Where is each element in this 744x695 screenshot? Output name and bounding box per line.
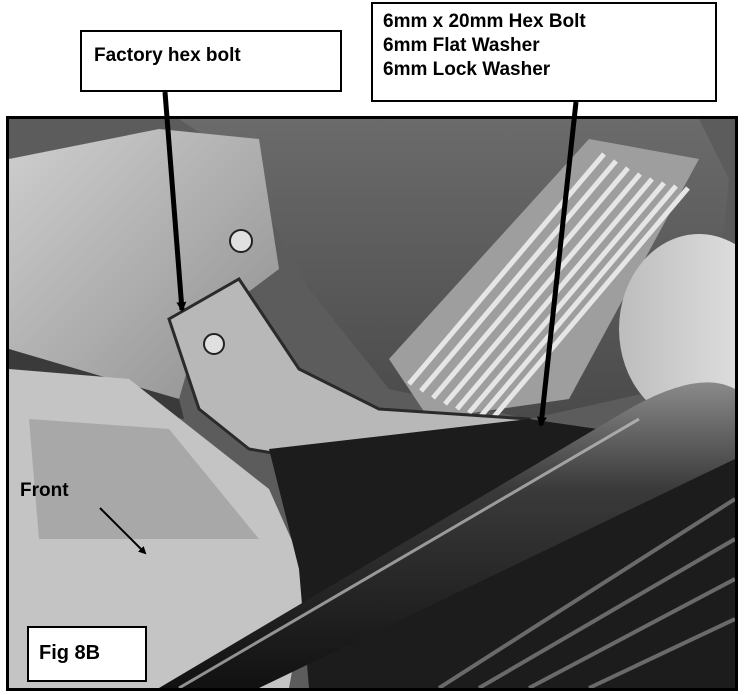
figure-photo — [6, 116, 738, 691]
figure-caption-text: Fig 8B — [39, 642, 101, 664]
hardware-item: 6mm x 20mm Hex Bolt — [383, 11, 586, 32]
factory-bolt-head — [203, 333, 225, 355]
hardware-item: 6mm Lock Washer — [383, 59, 551, 80]
grille-bars — [437, 497, 735, 688]
hardware-item: 6mm Flat Washer — [383, 35, 540, 56]
photo-illustration — [9, 119, 735, 688]
front-label: Front — [20, 480, 69, 501]
bar-highlight — [178, 417, 640, 688]
headlight-lens — [29, 419, 259, 539]
bumper-bar — [159, 382, 735, 688]
callout-hardware-list: 6mm x 20mm Hex Bolt 6mm Flat Washer 6mm … — [371, 2, 717, 102]
fuel-tank — [9, 129, 279, 399]
figure-caption: Fig 8B — [27, 626, 147, 682]
upper-bolt-head — [229, 229, 253, 253]
callout-factory-text: Factory hex bolt — [94, 45, 241, 66]
wheel — [619, 234, 735, 424]
callout-factory-hex-bolt: Factory hex bolt — [80, 30, 342, 92]
